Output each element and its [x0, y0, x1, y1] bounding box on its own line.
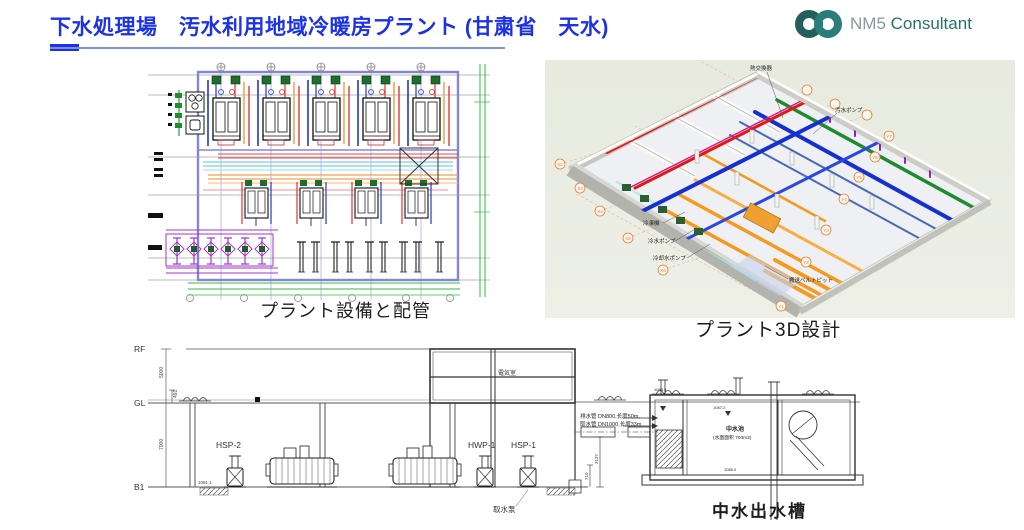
label-electric-room: 電気室 — [498, 369, 516, 377]
label-gl: GL — [134, 398, 146, 408]
plan-tag-marks — [148, 152, 163, 250]
dim-710: 710 — [584, 472, 589, 480]
render-3d-svg: X2 X3 X4 X5 X6 Y1 Y2 Y3 Y4 Y5 Y6 Y7 熱交換器… — [554, 60, 992, 318]
render-3d-caption: プラント3D設計 — [695, 320, 842, 341]
label-sewage-pump: 汚水ポンプ — [835, 106, 863, 114]
interior-partitions — [628, 93, 782, 179]
intake-pump-leader — [515, 489, 529, 507]
axis-bubbles: X2 X3 X4 X5 X6 Y1 Y2 Y3 Y4 Y5 Y6 Y7 — [554, 84, 895, 312]
infinity-logo-icon — [795, 10, 842, 38]
axis-label: X4 — [597, 209, 603, 214]
axis-label: Y6 — [872, 155, 878, 160]
equipment-name-labels: HSP-2 HWP-1 HSP-1 — [216, 440, 536, 450]
elev-b1-text: 1081.1 — [198, 480, 212, 485]
render-3d-view: X2 X3 X4 X5 X6 Y1 Y2 Y3 Y4 Y5 Y6 Y7 熱交換器… — [545, 60, 1015, 318]
pipe-note-2: 取水管 DN1000,长度33m — [580, 420, 642, 428]
axis-label: X2 — [557, 162, 563, 167]
pipe-note-1: 排水管 DN800,长度50m, — [580, 412, 640, 420]
logo-text-nm5: NM5 — [850, 14, 886, 33]
dimension-texts: 5000 491 7000 — [159, 367, 179, 450]
plan-pipe-risers — [296, 241, 445, 273]
label-chilled-water-pump: 冷水ポンプ — [648, 237, 676, 245]
plan-crossed-box — [399, 147, 439, 185]
label-intake-pump: 取水泵 — [493, 504, 516, 514]
axis-label: Y3 — [823, 228, 829, 233]
level-lines — [148, 348, 860, 488]
plan-green-lines — [188, 64, 490, 297]
label-belt-pit: 搬送ベルトピット — [789, 276, 833, 284]
section-drawing: RF GL B1 5000 491 7000 — [128, 330, 870, 528]
axis-label: X6 — [660, 268, 666, 273]
plan-machine-row-2 — [241, 179, 432, 227]
logo-text-consultant: Consultant — [890, 14, 972, 33]
label-chiller: 冷凍機 — [643, 219, 660, 227]
tank-caption: 中水出水槽 — [712, 502, 807, 521]
plan-2d-drawing — [148, 62, 490, 302]
section-svg: RF GL B1 5000 491 7000 — [134, 344, 864, 520]
plan-left-symbols — [168, 90, 205, 136]
pipe-annex-dims: 3137 710 — [584, 453, 599, 480]
label-hwp1: HWP-1 — [468, 440, 496, 450]
axis-label: Y1 — [778, 304, 784, 309]
tank-area: (水面面积 700m2) — [713, 434, 752, 441]
tank-name: 中水池 — [726, 425, 744, 433]
axis-label: Y5 — [856, 175, 862, 180]
axis-label: Y7 — [886, 134, 892, 139]
dim-5000: 5000 — [159, 367, 165, 378]
equipment-labels: 熱交換器 汚水ポンプ 冷凍機 冷水ポンプ 冷却水ポンプ 搬送ベルトピット — [643, 64, 863, 284]
plan-machine-row-1 — [207, 75, 450, 147]
plan-column-marks — [186, 62, 454, 302]
axis-label: Y4 — [841, 197, 847, 202]
ground-hatches — [178, 390, 835, 402]
plan-pipe-bundles — [203, 153, 458, 191]
tank-elev-top: 1088.3 — [654, 387, 667, 392]
label-b1: B1 — [134, 482, 145, 492]
label-hsp2: HSP-2 — [216, 440, 241, 450]
tank-structure — [623, 377, 864, 520]
tank-texts: 中水池 (水面面积 700m2) 1088.3 1087.2 1085.0 — [654, 387, 752, 472]
label-heat-exchanger: 熱交換器 — [750, 64, 773, 72]
label-hsp1: HSP-1 — [511, 440, 536, 450]
logo-text: NM5 Consultant — [850, 14, 972, 34]
dim-491: 491 — [173, 389, 179, 398]
title-underline-thin — [50, 47, 505, 49]
basement-equipment — [199, 445, 576, 496]
dim-7000: 7000 — [159, 439, 165, 450]
label-cooling-water-pump: 冷却水ポンプ — [653, 254, 686, 262]
plan-2d-svg — [148, 62, 490, 302]
tank-elev-mid: 1087.2 — [713, 405, 726, 410]
axis-label: X3 — [577, 186, 583, 191]
plan-2d-caption: プラント設備と配管 — [260, 301, 431, 321]
plan-border — [196, 70, 460, 282]
axis-label: Y2 — [803, 260, 809, 265]
plan-pump-manifold — [165, 229, 278, 274]
axis-label: X5 — [625, 236, 631, 241]
tank-elev-bottom: 1085.0 — [724, 467, 737, 472]
dim-3137: 3137 — [594, 453, 599, 464]
page-title: 下水処理場 汚水利用地域冷暖房プラント (甘粛省 天水) — [50, 16, 609, 39]
level-labels: RF GL B1 — [134, 344, 146, 492]
company-logo: NM5 Consultant — [792, 4, 1024, 44]
label-rf: RF — [134, 344, 145, 354]
pipe-annex-texts: 排水管 DN800,长度50m, 取水管 DN1000,长度33m — [580, 412, 642, 428]
